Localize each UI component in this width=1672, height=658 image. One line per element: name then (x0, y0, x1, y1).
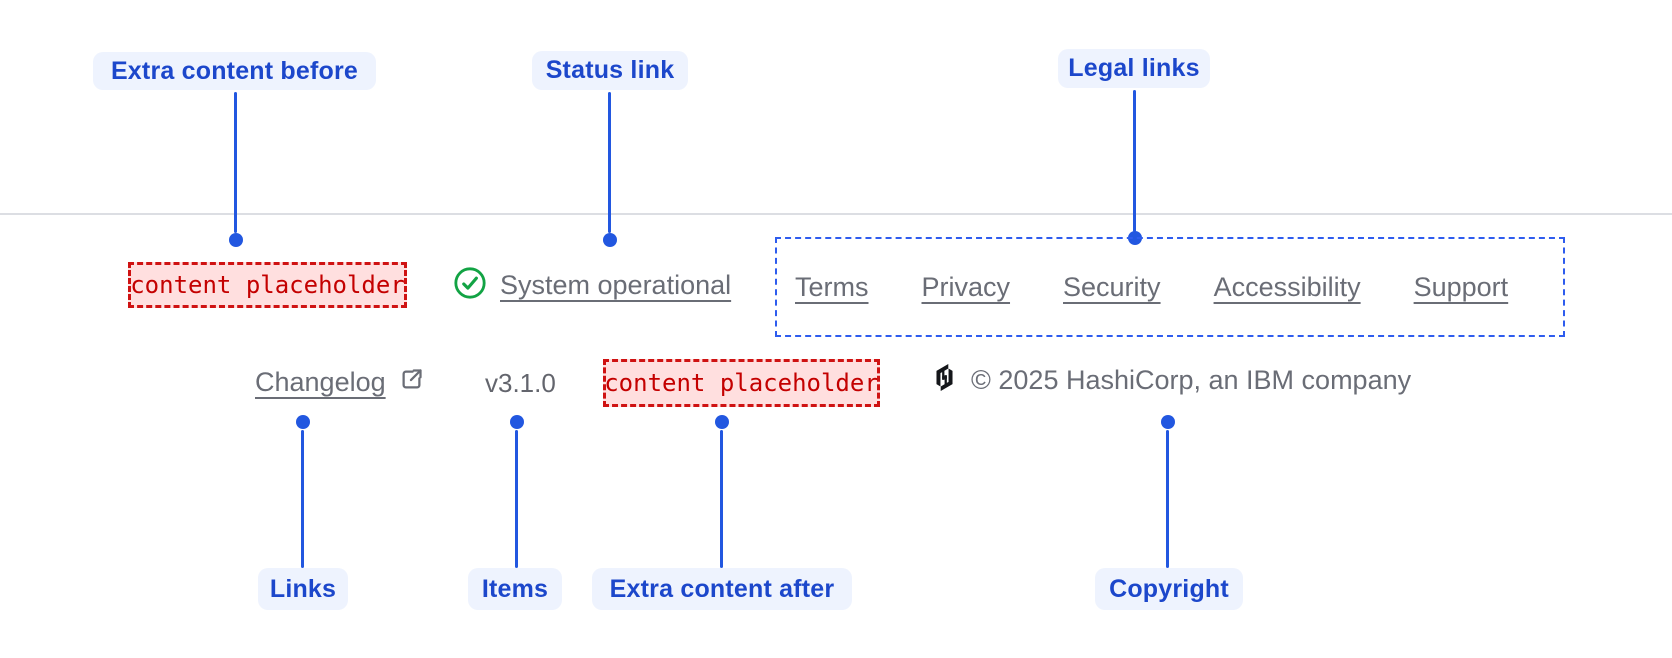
connector-dot (510, 415, 524, 429)
check-circle-icon (453, 266, 487, 305)
hashicorp-logo (931, 364, 958, 396)
connector-dot (296, 415, 310, 429)
callout-copyright: Copyright (1095, 568, 1243, 610)
legal-links-group: Terms Privacy Security Accessibility Sup… (775, 237, 1565, 337)
external-link-icon (398, 366, 425, 398)
callout-status-link: Status link (532, 51, 688, 90)
callout-legal-links: Legal links (1058, 49, 1210, 88)
legal-link-security[interactable]: Security (1063, 271, 1161, 302)
connector-line (1133, 90, 1136, 232)
legal-link-accessibility[interactable]: Accessibility (1213, 271, 1361, 302)
status-link-label[interactable]: System operational (500, 270, 732, 300)
legal-link-support[interactable]: Support (1413, 271, 1509, 302)
changelog-link-label[interactable]: Changelog (255, 366, 386, 397)
footer-top-divider (0, 213, 1672, 215)
copyright-block: © 2025 HashiCorp, an IBM company (931, 364, 1411, 396)
connector-line (1166, 430, 1169, 568)
extra-content-after-placeholder: content placeholder (603, 359, 880, 407)
callout-extra-content-before: Extra content before (93, 52, 376, 90)
legal-link-privacy[interactable]: Privacy (921, 271, 1011, 302)
callout-extra-content-after: Extra content after (592, 568, 852, 610)
connector-line (515, 430, 518, 568)
connector-dot (603, 233, 617, 247)
callout-items: Items (468, 568, 562, 610)
changelog-link[interactable]: Changelog (255, 366, 425, 398)
extra-content-before-placeholder: content placeholder (128, 262, 407, 308)
connector-line (301, 430, 304, 568)
status-link[interactable]: System operational (453, 266, 731, 305)
connector-line (608, 92, 611, 233)
connector-dot (715, 415, 729, 429)
copyright-text: © 2025 HashiCorp, an IBM company (971, 364, 1412, 395)
legal-link-terms[interactable]: Terms (795, 271, 869, 302)
connector-line (234, 92, 237, 233)
connector-dot (229, 233, 243, 247)
version-label: v3.1.0 (485, 368, 556, 398)
connector-dot (1161, 415, 1175, 429)
connector-line (720, 430, 723, 568)
callout-links: Links (258, 568, 348, 610)
